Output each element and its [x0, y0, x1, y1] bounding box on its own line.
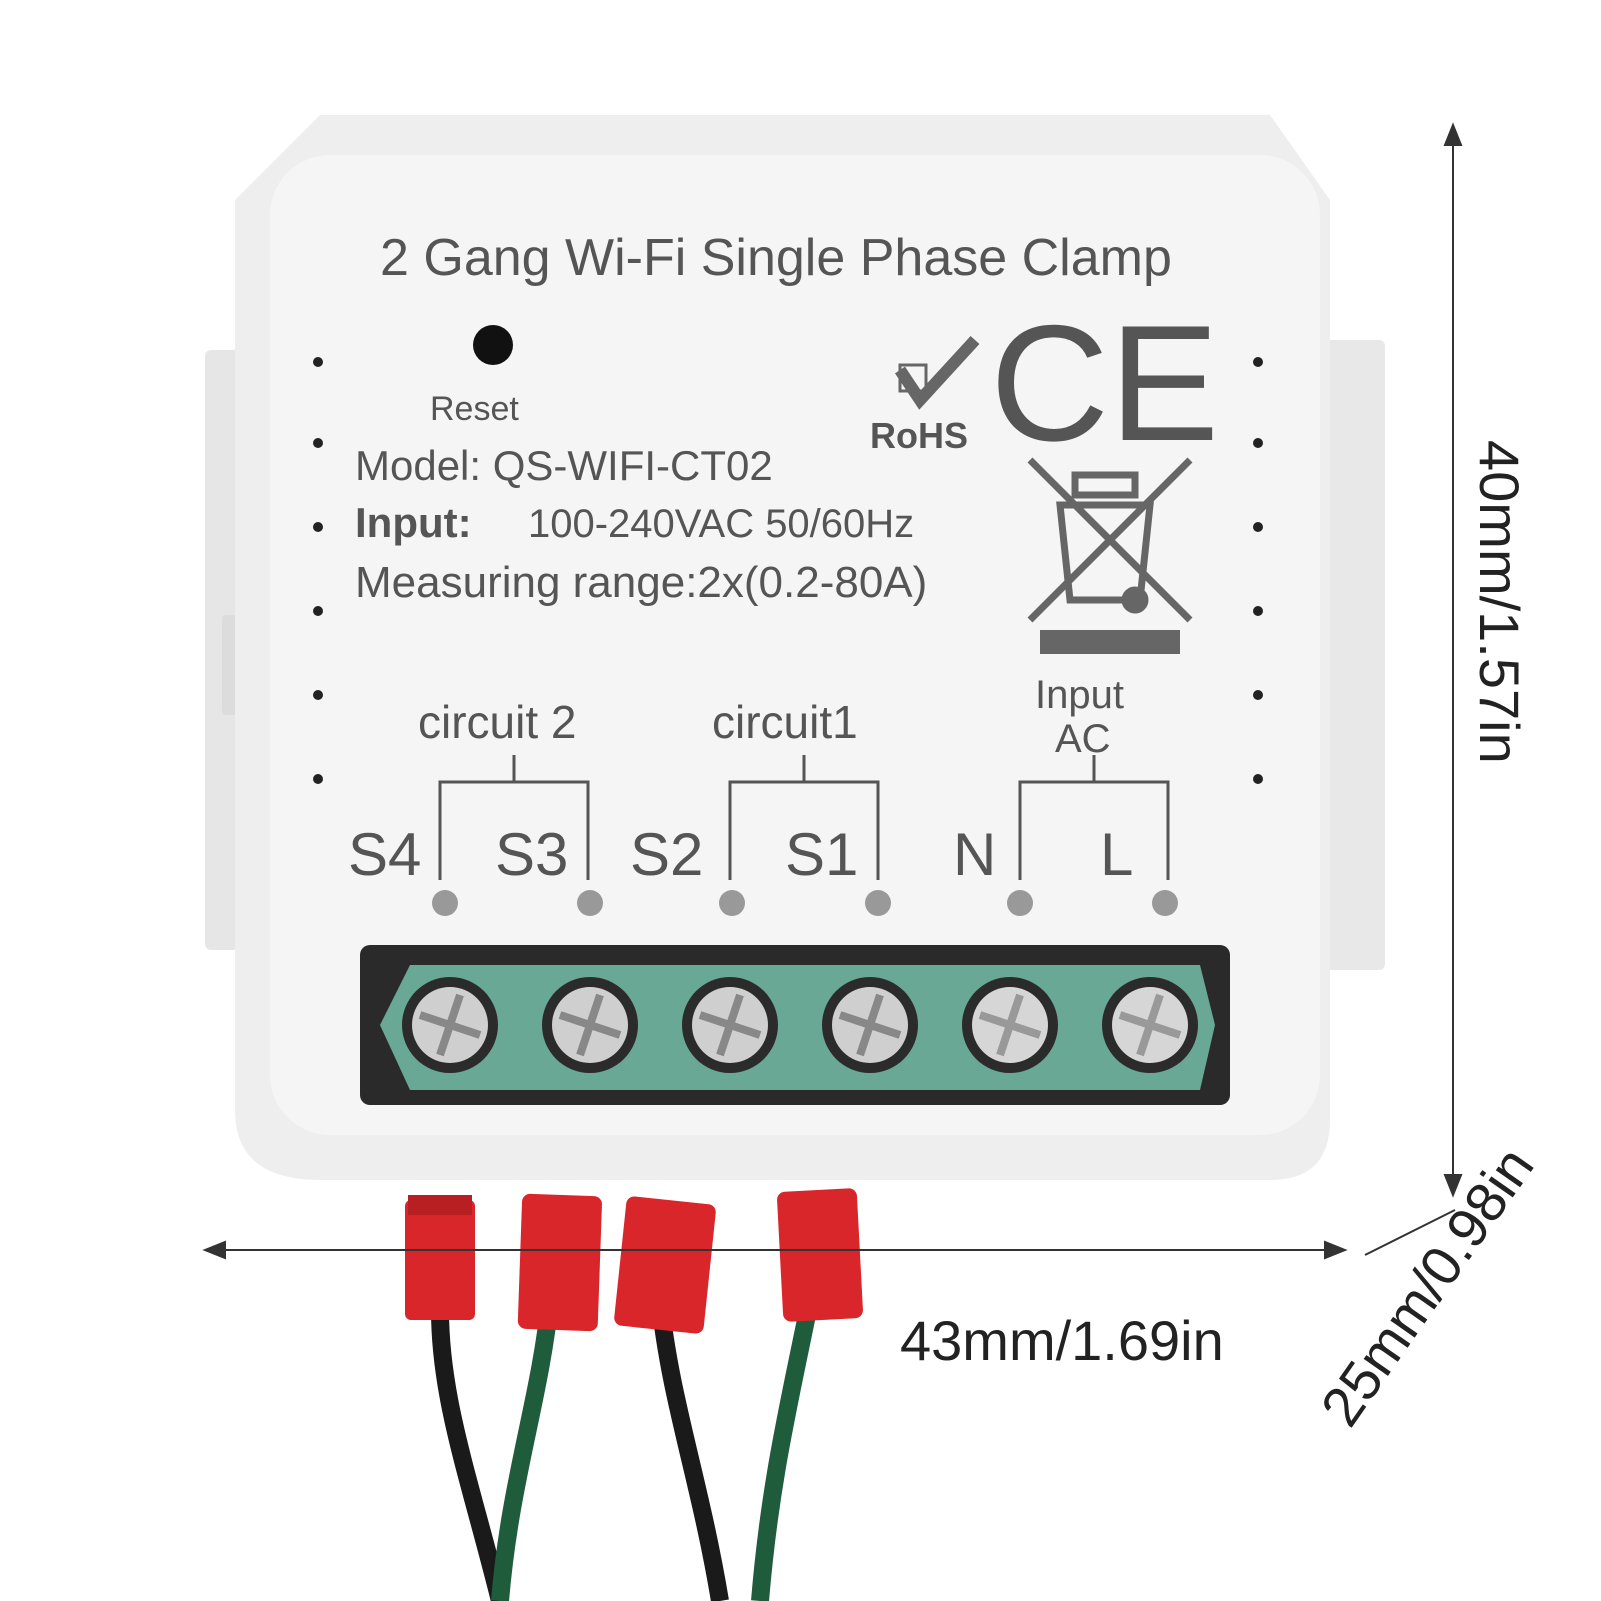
- weee-bar: [1040, 630, 1180, 654]
- circuit2-label: circuit 2: [418, 696, 576, 748]
- reset-hole: [473, 325, 513, 365]
- product-title: 2 Gang Wi-Fi Single Phase Clamp: [380, 229, 1172, 287]
- wires: [431, 1298, 819, 1601]
- housing-face: [270, 155, 1320, 1135]
- terminal-block: [380, 965, 1215, 1090]
- terminal-screws: [402, 977, 1198, 1073]
- circuit-brackets: [438, 755, 1170, 880]
- dimension-lines: [202, 122, 1463, 1260]
- terminal-dots: [432, 890, 1178, 916]
- reset-label: Reset: [430, 390, 519, 428]
- weee-bin-icon: [1027, 457, 1193, 623]
- wire-caps: [405, 1188, 863, 1334]
- input-ac-label-2: AC: [1055, 717, 1111, 761]
- circuit1-label: circuit1: [712, 696, 858, 748]
- measuring-range: Measuring range:2x(0.2-80A): [355, 558, 927, 607]
- width-dimension: 43mm/1.69in: [900, 1309, 1224, 1372]
- input-label: Input:: [355, 499, 472, 546]
- vent-dots: [313, 357, 1263, 784]
- terminal-s1: S1: [785, 821, 858, 888]
- terminal-l: L: [1100, 821, 1133, 888]
- ce-mark: CE: [990, 291, 1219, 475]
- terminal-s2: S2: [630, 821, 703, 888]
- height-dimension: 40mm/1.57in: [1468, 440, 1531, 764]
- rohs-check-icon: [895, 335, 980, 410]
- input-ac-label-1: Input: [1035, 673, 1124, 717]
- terminal-n: N: [953, 821, 996, 888]
- terminal-s3: S3: [495, 821, 568, 888]
- terminal-s4: S4: [348, 821, 421, 888]
- model-text: Model: QS-WIFI-CT02: [355, 442, 773, 489]
- input-value: 100-240VAC 50/60Hz: [528, 502, 914, 546]
- depth-dimension: 25mm/0.98in: [1308, 1136, 1545, 1437]
- rohs-label: RoHS: [870, 415, 968, 456]
